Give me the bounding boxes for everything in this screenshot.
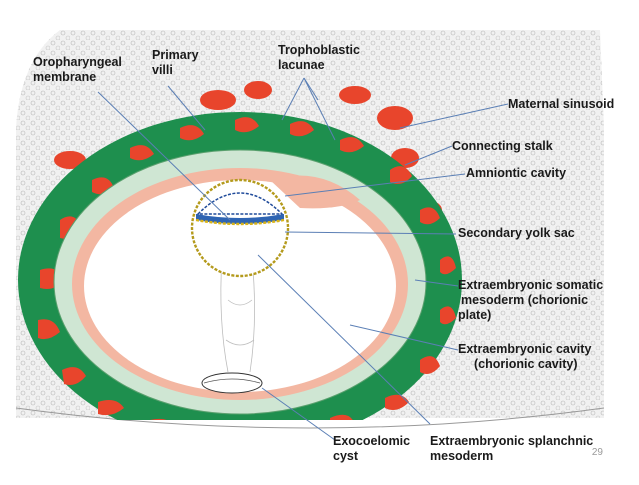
- label-extraembryonic-cavity: Extraembryonic cavity (chorionic cavity): [458, 342, 591, 372]
- label-line: Extraembryonic cavity: [458, 342, 592, 356]
- label-amniotic-cavity: Amniontic cavity: [466, 166, 567, 180]
- label-extraembryonic-somatic-mesoderm: Extraembryonic somatic mesoderm (chorion…: [458, 278, 603, 323]
- label-line: mesoderm (chorionic: [461, 293, 589, 307]
- exocoelomic-cyst: [201, 372, 263, 394]
- trophoblastic-lacunae: [38, 117, 456, 420]
- label-line: mesoderm: [430, 449, 494, 463]
- label-trophoblastic-lacunae: Trophoblastic lacunae: [278, 43, 360, 73]
- label-line: membrane: [33, 70, 97, 84]
- label-extraembryonic-splanchnic-mesoderm: Extraembryonic splanchnic mesoderm: [430, 434, 593, 464]
- label-primary-villi: Primary villi: [152, 48, 199, 78]
- label-oropharyngeal-membrane: Oropharyngeal membrane: [33, 55, 122, 85]
- label-line: Oropharyngeal: [33, 55, 122, 69]
- label-line: Trophoblastic: [278, 43, 360, 57]
- label-line: plate): [458, 308, 492, 322]
- label-connecting-stalk: Connecting stalk: [452, 139, 553, 153]
- label-secondary-yolk-sac: Secondary yolk sac: [458, 226, 575, 240]
- chorionic-cavity: [84, 180, 396, 392]
- leader-lines: [97, 77, 509, 441]
- label-line: lacunae: [278, 58, 325, 72]
- label-line: Extraembryonic splanchnic: [430, 434, 594, 448]
- label-exocoelomic-cyst: Exocoelomic cyst: [333, 434, 410, 464]
- label-line: Primary: [152, 48, 199, 62]
- page-number: 29: [591, 447, 603, 458]
- label-line: (chorionic cavity): [474, 357, 578, 371]
- label-maternal-sinusoid: Maternal sinusoid: [508, 97, 615, 111]
- label-line: Extraembryonic somatic: [458, 278, 604, 292]
- label-line: villi: [152, 63, 173, 77]
- label-line: Exocoelomic: [333, 434, 411, 448]
- label-line: cyst: [333, 449, 359, 463]
